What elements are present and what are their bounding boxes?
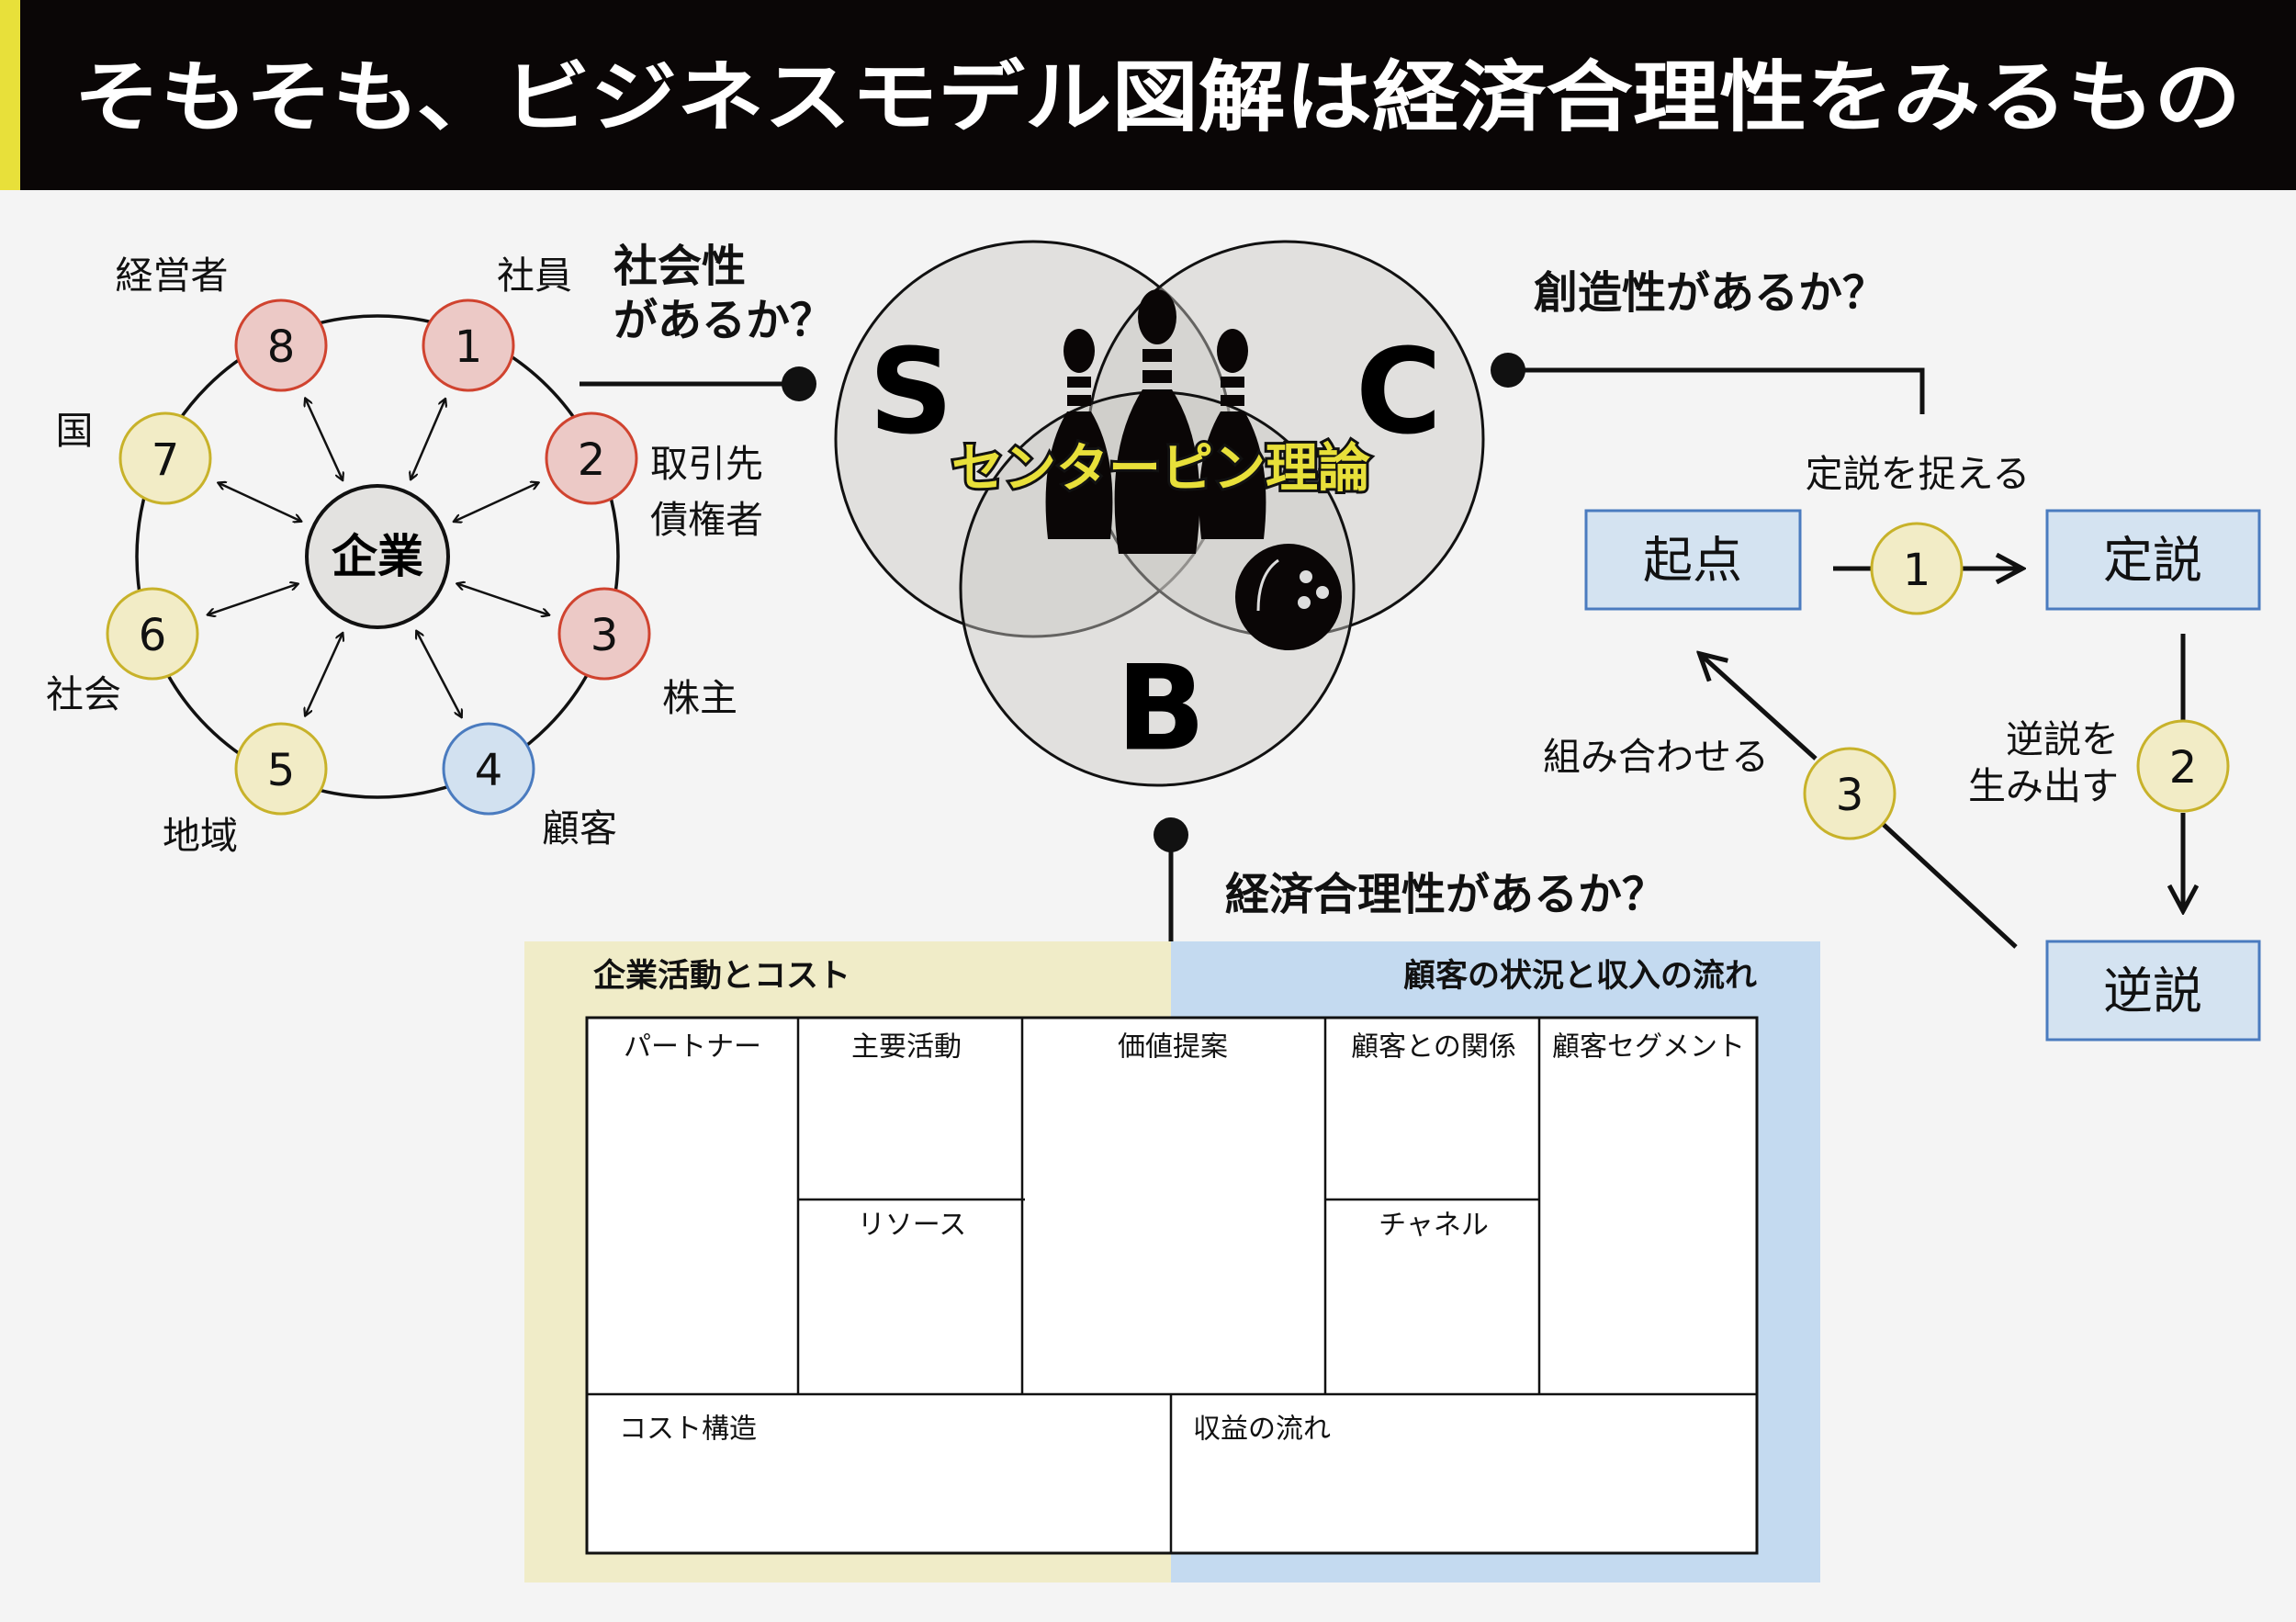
paradox-box: 逆説 (2045, 940, 2261, 1042)
ring-circle (135, 314, 620, 799)
relationship-arrow-5 (305, 634, 342, 715)
cell-partners: パートナー (624, 1031, 761, 1064)
step3-number: 3 (1836, 770, 1864, 821)
cell-customer-relationships: 顧客との関係 (1351, 1031, 1516, 1064)
creativity-question: 創造性があるか？ (1534, 267, 1886, 319)
start-label: 起点 (1643, 532, 1742, 590)
step2-badge: 2 (2136, 719, 2230, 813)
label-suppliers: 取引先 (650, 442, 763, 486)
relationship-arrow-7 (219, 483, 300, 521)
bowling-pins-icon (1045, 289, 1266, 554)
node-number: 1 (455, 321, 483, 373)
node-number: 2 (578, 434, 606, 486)
step1-badge: 1 (1870, 522, 1964, 615)
venn-diagram: S C B (834, 240, 1485, 787)
title-accent (0, 0, 20, 190)
canvas-grid-lines (587, 1018, 1757, 1553)
step2-label-line1: 逆説を (2006, 717, 2119, 761)
stakeholder-node-3: 3 (557, 587, 651, 681)
company-node (305, 484, 450, 629)
left-header: 企業活動とコスト (593, 957, 850, 995)
sociality-question-line1: 社会性 (613, 241, 746, 292)
stakeholder-ring: 企業 1 2 3 4 5 6 7 8 社員 取引先 債権者 株主 顧客 地域 社… (46, 253, 763, 858)
start-box: 起点 (1584, 509, 1802, 611)
relationship-arrow-4 (417, 631, 462, 716)
paradox-label: 逆説 (2103, 963, 2202, 1020)
node-number: 4 (475, 745, 503, 796)
title-bar: そもそも、ビジネスモデル図解は経済合理性をみるもの (0, 0, 2296, 190)
label-management: 経営者 (116, 253, 229, 298)
node-number: 3 (591, 610, 619, 661)
venn-label-b: B (1116, 641, 1206, 778)
venn-label-s: S (869, 324, 953, 461)
company-label: 企業 (332, 530, 423, 583)
bowling-ball-icon (1235, 544, 1342, 650)
theory-box: 定説 (2045, 509, 2261, 611)
cell-resources: リソース (858, 1210, 967, 1242)
stakeholder-node-4: 4 (442, 722, 535, 816)
cell-channels: チャネル (1379, 1210, 1489, 1242)
relationship-arrow-3 (457, 584, 548, 615)
sociality-connector-dot (782, 366, 816, 401)
label-society: 社会 (46, 672, 121, 716)
cell-revenue-streams: 収益の流れ (1193, 1414, 1331, 1446)
relationship-arrow-6 (208, 584, 298, 614)
node-number: 5 (267, 745, 296, 796)
label-shareholders: 株主 (662, 676, 737, 720)
step3-label: 組み合わせる (1543, 735, 1769, 779)
stakeholder-node-7: 7 (118, 411, 212, 505)
economy-question: 経済合理性があるか？ (1225, 869, 1666, 920)
stakeholder-node-2: 2 (545, 411, 638, 505)
stakeholder-node-8: 8 (234, 298, 328, 392)
node-number: 8 (267, 321, 296, 373)
sociality-question-line2: があるか？ (613, 295, 834, 346)
page-title: そもそも、ビジネスモデル図解は経済合理性をみるもの (73, 52, 2241, 142)
right-header: 顧客の状況と収入の流れ (1403, 957, 1757, 995)
label-creditors: 債権者 (650, 498, 763, 542)
step2-number: 2 (2169, 742, 2198, 794)
theory-label: 定説 (2103, 532, 2202, 590)
node-number: 7 (152, 434, 180, 486)
cell-cost-structure: コスト構造 (619, 1414, 757, 1446)
step3-arrow (1701, 655, 1818, 760)
step3-line (1881, 822, 2018, 949)
step3-badge: 3 (1803, 747, 1896, 840)
relationship-arrow-2 (455, 483, 538, 522)
stakeholder-node-1: 1 (422, 298, 515, 392)
step1-label: 定説を捉える (1806, 452, 2031, 496)
cell-customer-segments: 顧客セグメント (1552, 1031, 1745, 1064)
label-employees: 社員 (497, 253, 572, 298)
cell-value-proposition: 価値提案 (1118, 1031, 1228, 1064)
step2-label-line2: 生み出す (1968, 764, 2119, 808)
relationship-arrow-8 (306, 399, 343, 479)
creativity-connector (1508, 367, 1925, 414)
label-country: 国 (56, 409, 94, 453)
stakeholder-node-6: 6 (106, 587, 199, 681)
center-pin-theory-label: センターピン理論 (951, 438, 1370, 499)
label-region: 地域 (163, 814, 238, 858)
business-model-canvas: 企業活動とコスト 顧客の状況と収入の流れ パートナー 主要活動 リソース 価値提… (524, 941, 1820, 1583)
relationship-arrow-1 (411, 400, 445, 479)
stakeholder-node-5: 5 (234, 722, 328, 816)
step1-number: 1 (1903, 545, 1931, 596)
node-number: 6 (139, 610, 167, 661)
cell-key-activities: 主要活動 (851, 1031, 962, 1064)
label-customers: 顧客 (542, 806, 617, 850)
venn-label-c: C (1356, 324, 1442, 461)
